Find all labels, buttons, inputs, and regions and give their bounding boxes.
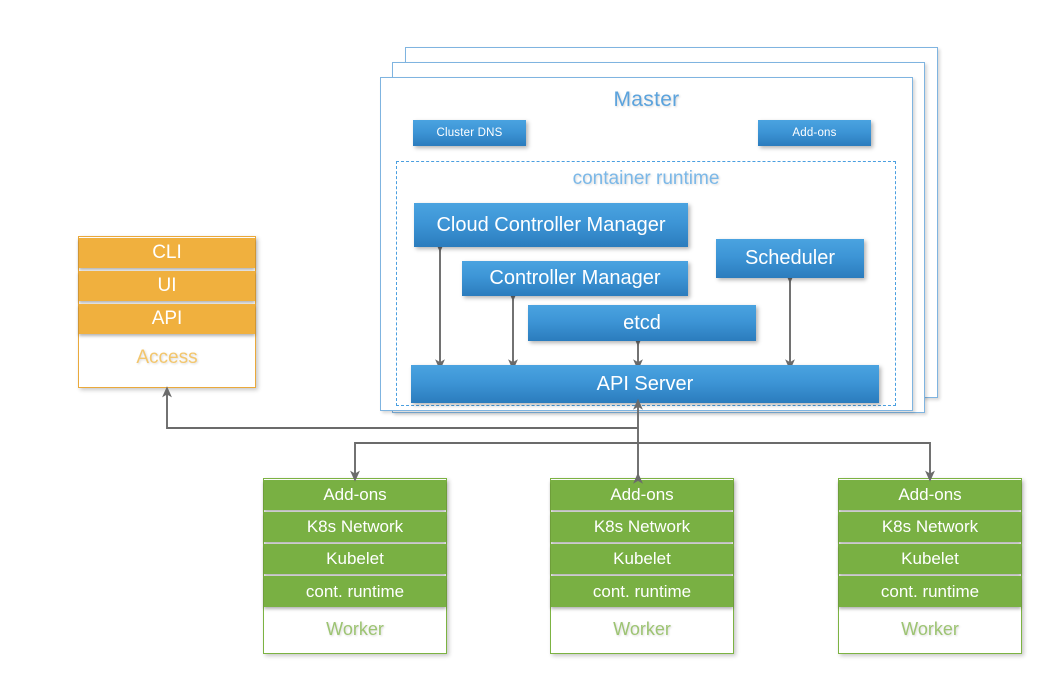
worker-2-row-cont-runtime[interactable]: cont. runtime — [551, 576, 733, 607]
container-runtime-region: container runtime — [396, 161, 896, 406]
worker-3-label: Worker — [901, 619, 959, 639]
access-row-api[interactable]: API — [79, 304, 255, 334]
worker-node-3[interactable]: Add-ons K8s Network Kubelet cont. runtim… — [838, 478, 1022, 654]
access-row-ui[interactable]: UI — [79, 271, 255, 301]
worker-3-row-kubelet[interactable]: Kubelet — [839, 544, 1021, 574]
worker-2-row-addons[interactable]: Add-ons — [551, 480, 733, 510]
controller-manager-box[interactable]: Controller Manager — [462, 261, 688, 296]
worker-1-row-k8s-network[interactable]: K8s Network — [264, 512, 446, 542]
container-runtime-title: container runtime — [572, 168, 720, 189]
worker-3-row-k8s-network[interactable]: K8s Network — [839, 512, 1021, 542]
access-node[interactable]: CLI UI API Access — [78, 236, 256, 388]
etcd-box[interactable]: etcd — [528, 305, 756, 341]
wire-apiserver-worker3 — [638, 442, 935, 482]
worker-1-label: Worker — [326, 619, 384, 639]
worker-2-row-kubelet[interactable]: Kubelet — [551, 544, 733, 574]
worker-3-row-cont-runtime[interactable]: cont. runtime — [839, 576, 1021, 607]
worker-2-label: Worker — [613, 619, 671, 639]
wire-apiserver-worker1 — [350, 442, 638, 482]
worker-1-row-kubelet[interactable]: Kubelet — [264, 544, 446, 574]
master-addons-box[interactable]: Add-ons — [758, 120, 871, 146]
worker-1-row-cont-runtime[interactable]: cont. runtime — [264, 576, 446, 607]
worker-node-1[interactable]: Add-ons K8s Network Kubelet cont. runtim… — [263, 478, 447, 654]
worker-1-row-addons[interactable]: Add-ons — [264, 480, 446, 510]
access-row-cli[interactable]: CLI — [79, 238, 255, 268]
worker-2-row-k8s-network[interactable]: K8s Network — [551, 512, 733, 542]
master-cluster-dns-box[interactable]: Cluster DNS — [413, 120, 526, 146]
access-label: Access — [136, 347, 198, 368]
scheduler-box[interactable]: Scheduler — [716, 239, 864, 278]
worker-3-row-addons[interactable]: Add-ons — [839, 480, 1021, 510]
worker-node-2[interactable]: Add-ons K8s Network Kubelet cont. runtim… — [550, 478, 734, 654]
master-title: Master — [613, 88, 680, 111]
cloud-controller-manager-box[interactable]: Cloud Controller Manager — [414, 203, 688, 247]
api-server-box[interactable]: API Server — [411, 365, 879, 403]
